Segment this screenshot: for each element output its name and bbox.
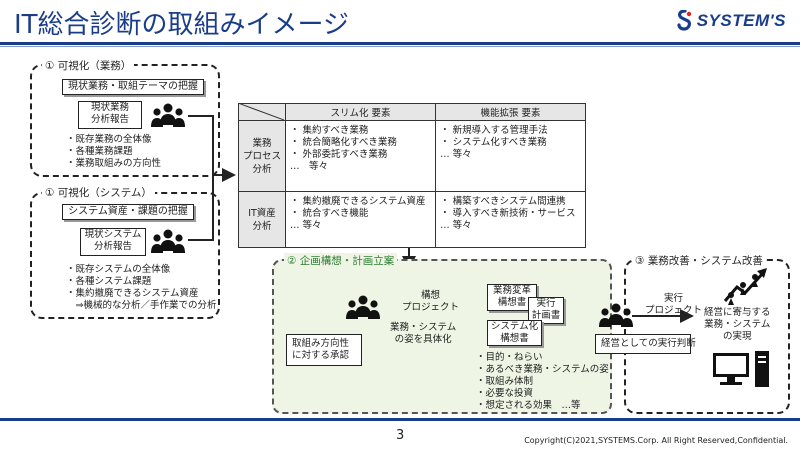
system-item-1: ・既存システムの全体像 xyxy=(66,264,171,275)
business-item-1: ・既存業務の全体像 xyxy=(66,134,152,145)
planning-item-3: ・取組み体制 xyxy=(476,376,534,387)
business-panel-tag: ① 可視化（業務） xyxy=(42,58,135,73)
matrix-col-expand: 機能拡張 要素 xyxy=(435,103,586,121)
system-report-box: 現状システム 分析報告 xyxy=(80,228,146,256)
growth-chart-icon xyxy=(723,265,769,309)
people-icon xyxy=(150,103,186,129)
system-item-2: ・各種システム課題 xyxy=(66,276,152,287)
matrix-cell-it-expand: ・ 構築すべきシステム間連携 ・ 導入すべき新技術・サービス … 等々 xyxy=(435,191,586,248)
computer-icon xyxy=(711,349,773,393)
business-item-3: ・業務取組みの方向性 xyxy=(66,158,162,169)
page-title: IT総合診断の取組みイメージ xyxy=(14,10,350,40)
people-icon xyxy=(345,295,381,321)
business-item-2: ・各種業務課題 xyxy=(66,146,133,157)
system-concept-doc: システム化 構想書 xyxy=(487,320,542,346)
copyright-notice: Copyright(C)2021,SYSTEMS.Corp. All Right… xyxy=(524,436,788,445)
matrix-cell-it-slim: ・ 集約撤廃できるシステム資産 ・ 統合すべき機能 … 等々 xyxy=(285,191,437,248)
page-number: 3 xyxy=(396,428,405,443)
footer-divider xyxy=(0,418,800,421)
system-task-box: システム資産・課題の把握 xyxy=(62,204,194,220)
judgment-callout: 経営としての実行判断 xyxy=(595,334,696,354)
logo-mark-icon xyxy=(677,10,691,31)
people-icon xyxy=(150,229,186,255)
system-panel-tag: ① 可視化（システム） xyxy=(42,185,155,200)
execution-project-label: 実行 プロジェクト xyxy=(645,293,703,316)
company-logo: SYSTEM'S xyxy=(676,10,786,32)
concept-project-label: 構想 プロジェクト xyxy=(402,290,460,313)
system-item-3: ・集約撤廃できるシステム資産 xyxy=(66,288,199,299)
planning-item-5: ・想定される効果 …等 xyxy=(476,400,581,411)
matrix-row-it: IT資産 分析 xyxy=(237,191,287,248)
people-icon xyxy=(598,303,634,329)
system-item-4: ⇒機械的な分析／手作業での分析 xyxy=(66,300,217,311)
business-report-box: 現状業務 分析報告 xyxy=(78,101,142,129)
matrix-row-business: 業務 プロセス 分析 xyxy=(237,119,287,193)
matrix-col-slim: スリム化 要素 xyxy=(285,103,437,121)
improvement-panel-tag: ③ 業務改善・システム改善 xyxy=(632,253,766,268)
matrix-cell-business-expand: ・ 新規導入する管理手法 ・ システム化すべき業務 … 等々 xyxy=(435,119,586,193)
header-divider-thin xyxy=(0,46,800,47)
approval-callout: 取組み方向性 に対する承認 xyxy=(286,334,362,366)
planning-item-4: ・必要な投資 xyxy=(476,388,534,399)
logo-text: SYSTEM'S xyxy=(696,11,786,30)
planning-panel-tag: ② 企画構想・計画立案 xyxy=(284,253,398,268)
planning-item-2: ・あるべき業務・システムの姿 xyxy=(476,364,609,375)
header-divider xyxy=(0,42,800,45)
execution-plan-doc: 実行 計画書 xyxy=(528,297,564,324)
business-task-box: 現状業務・取組テーマの把握 xyxy=(62,79,204,95)
analysis-matrix: スリム化 要素 機能拡張 要素 業務 プロセス 分析 ・ 集約すべき業務 ・ 統… xyxy=(237,103,586,248)
concretize-label: 業務・システム の姿を具体化 xyxy=(390,322,457,345)
matrix-cell-business-slim: ・ 集約すべき業務 ・ 統合簡略化すべき業務 ・ 外部委託すべき業務 … 等々 xyxy=(285,119,437,193)
planning-item-1: ・目的・ねらい xyxy=(476,352,543,363)
matrix-corner-diagonal xyxy=(238,103,284,120)
result-label: 経営に寄与する 業務・システム の実現 xyxy=(704,307,771,342)
